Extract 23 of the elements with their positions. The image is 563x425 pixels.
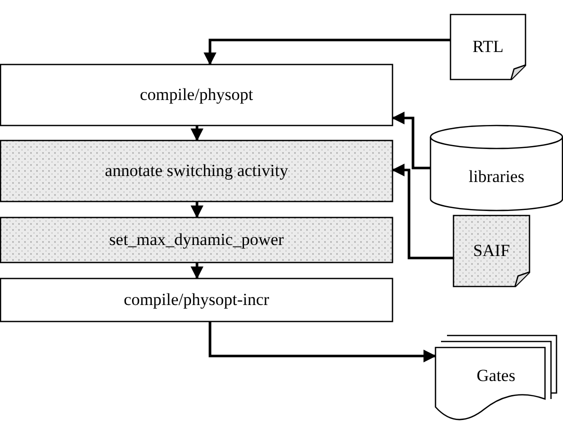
- arrow: [204, 38, 450, 66]
- arrow: [190, 126, 204, 142]
- arrow: [190, 202, 204, 218]
- node-label: Gates: [476, 366, 516, 386]
- arrow: [392, 112, 430, 170]
- arrow: [208, 322, 436, 362]
- process-box: [0, 64, 393, 126]
- multi-document-shape: [435, 335, 557, 421]
- database-cylinder: [430, 125, 563, 211]
- node-label: set_max_dynamic_power: [109, 230, 284, 250]
- node-label: compile/physopt: [140, 85, 254, 105]
- document-shape: [453, 215, 530, 287]
- node-label: libraries: [468, 167, 524, 187]
- node-label: SAIF: [473, 241, 510, 261]
- arrow: [190, 263, 204, 280]
- document-shape: [450, 14, 526, 80]
- process-box: [0, 217, 393, 263]
- arrow: [392, 164, 453, 260]
- process-box: [0, 140, 393, 202]
- node-label: annotate switching activity: [104, 161, 288, 181]
- node-label: compile/physopt-incr: [124, 290, 270, 310]
- node-label: RTL: [472, 37, 504, 57]
- process-box: [0, 278, 393, 322]
